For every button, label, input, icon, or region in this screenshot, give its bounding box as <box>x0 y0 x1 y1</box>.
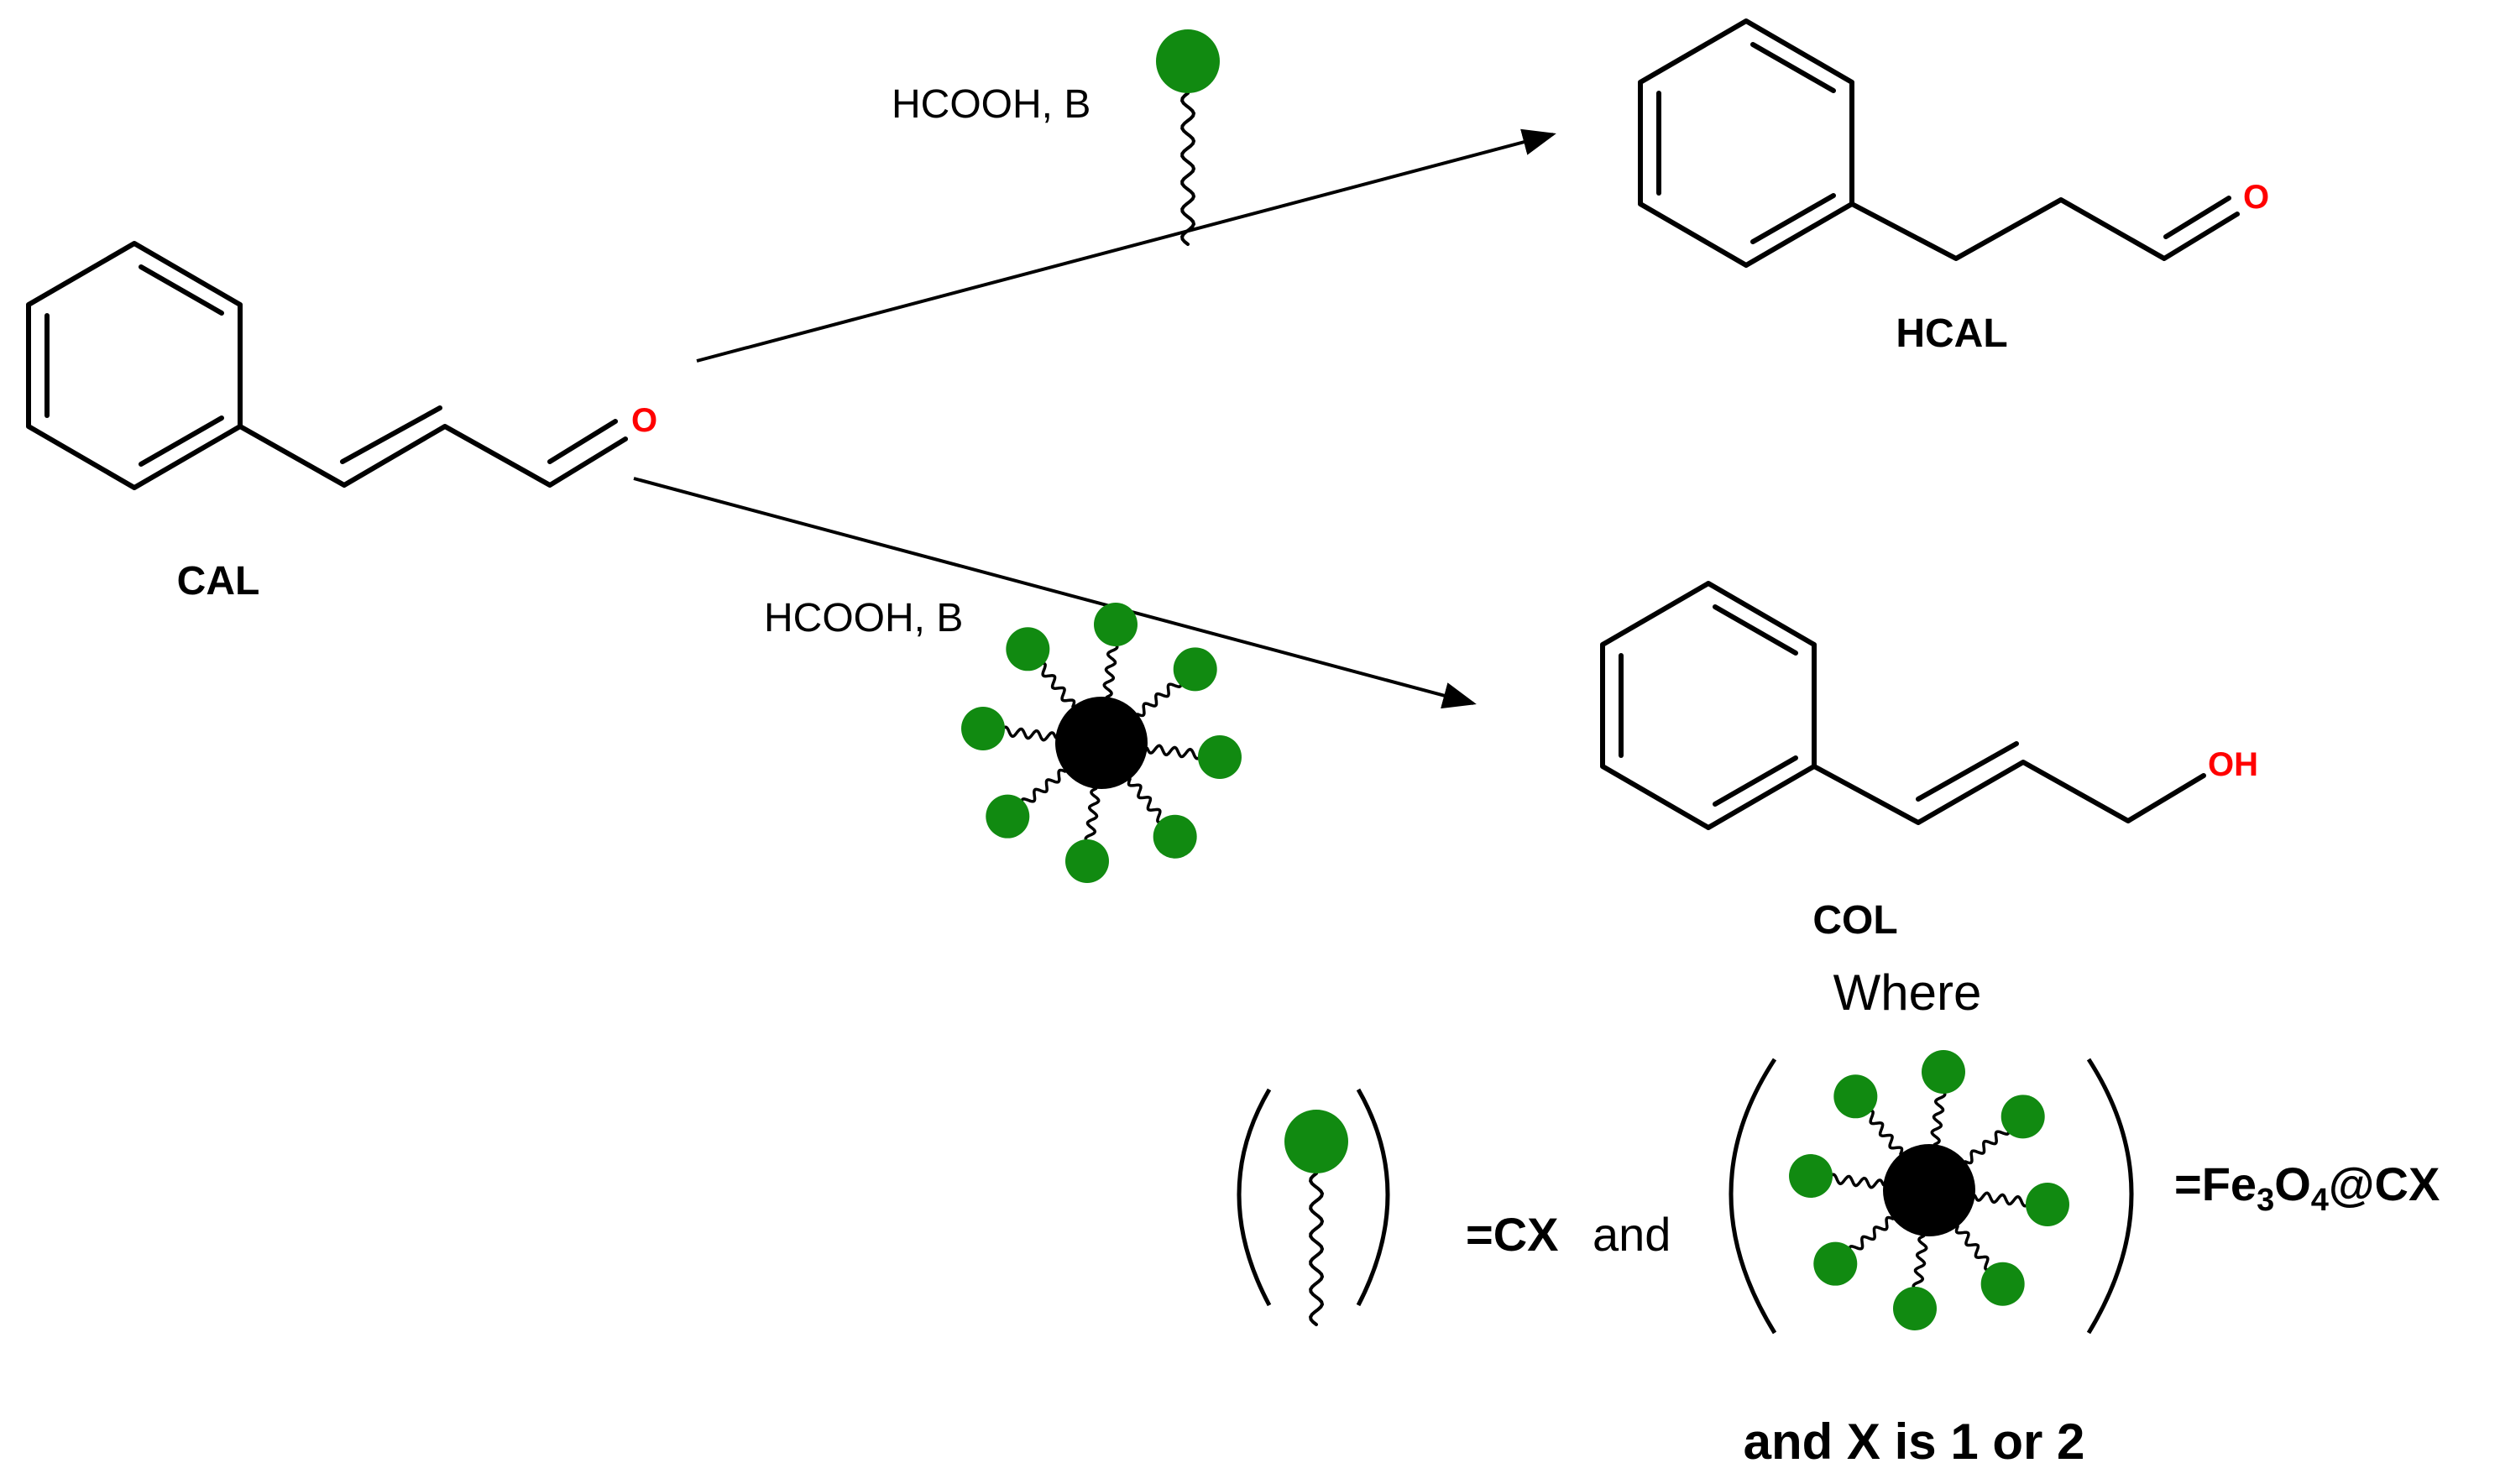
ligand-sphere <box>1153 814 1197 859</box>
col-side-chain <box>1812 760 2206 825</box>
ligand-sphere <box>1813 1241 1858 1286</box>
col-hydroxyl-label: OH <box>2208 746 2258 783</box>
linker-chain <box>1000 725 1058 742</box>
col-benzene-ring <box>1600 581 1817 830</box>
linker-chain <box>1973 1191 2031 1208</box>
magnetic-core <box>1883 1144 1975 1236</box>
linker-chain <box>1136 679 1183 718</box>
ligand-sphere <box>1789 1154 1833 1199</box>
ligand-sphere <box>1093 603 1138 647</box>
cx-catalyst-icon <box>1156 29 1220 246</box>
bottom-reagents-label: HCOOH, B <box>764 596 963 640</box>
cal-structure <box>26 241 628 490</box>
col-structure <box>1600 581 2206 830</box>
cal-side-chain <box>238 424 628 488</box>
legend-fe3o4-cx-icon <box>1789 1050 2069 1330</box>
linker-chain <box>1848 1215 1895 1254</box>
legend-cx-equals: =CX <box>1466 1208 1559 1261</box>
linker-chain <box>1020 768 1067 807</box>
reaction-arrow-to-hcal <box>696 128 1556 363</box>
ligand-sphere <box>1197 734 1242 779</box>
linker-chain <box>1038 661 1076 708</box>
reaction-arrow-to-col <box>633 477 1477 709</box>
linker-chain <box>1102 641 1119 699</box>
hcal-name-label: HCAL <box>1896 311 2007 356</box>
cal-name-label: CAL <box>177 559 260 604</box>
ligand-sphere <box>1065 839 1110 883</box>
ligand-sphere <box>1156 29 1220 93</box>
hcal-oxygen-label: O <box>2243 179 2269 216</box>
linker-chain <box>1954 1225 1993 1272</box>
legend-cx-icon <box>1284 1110 1348 1326</box>
legend-fe3o4-cx-equals: =Fe3O4@CX <box>2174 1157 2440 1218</box>
ligand-sphere <box>961 707 1006 751</box>
linker-chain <box>1127 777 1165 824</box>
ligand-sphere <box>1006 627 1050 671</box>
hcal-benzene-ring <box>1638 18 1854 268</box>
legend-right-paren-2 <box>2086 1058 2134 1335</box>
cal-benzene-ring <box>26 241 243 490</box>
linker-chain <box>1309 1172 1325 1326</box>
ligand-sphere <box>1980 1262 2025 1306</box>
fe-subscript-4: 4 <box>2311 1183 2329 1218</box>
legend-left-paren-1 <box>1237 1088 1272 1307</box>
ligand-sphere <box>1173 647 1217 692</box>
fe-oxygen-part: O <box>2274 1157 2311 1210</box>
linker-chain <box>1912 1234 1928 1292</box>
cal-oxygen-label: O <box>631 402 657 439</box>
ligand-sphere <box>986 794 1030 839</box>
linker-chain <box>1930 1089 1947 1147</box>
ligand-sphere <box>2001 1095 2045 1139</box>
hcal-structure <box>1638 18 2240 268</box>
ligand-sphere <box>1921 1050 1965 1095</box>
legend-heading: Where <box>1833 964 1982 1021</box>
linker-chain <box>1145 744 1203 760</box>
legend-footer: and X is 1 or 2 <box>1744 1413 2085 1470</box>
ligand-sphere <box>1284 1110 1348 1173</box>
fe3o4-cx-catalyst-icon <box>961 603 1242 883</box>
linker-chain <box>1180 91 1196 246</box>
ligand-sphere <box>2025 1182 2069 1226</box>
fe-subscript-3: 3 <box>2257 1183 2274 1218</box>
linker-chain <box>1865 1109 1904 1156</box>
fe-tail-part: @CX <box>2329 1157 2440 1210</box>
hcal-side-chain <box>1849 197 2240 261</box>
fe-equals-part: =Fe <box>2174 1157 2257 1210</box>
linker-chain <box>1084 786 1101 844</box>
top-reagents-label: HCOOH, B <box>892 82 1090 127</box>
magnetic-core <box>1055 697 1148 789</box>
legend-right-paren-1 <box>1356 1088 1390 1307</box>
col-name-label: COL <box>1812 898 1897 943</box>
legend-left-paren-2 <box>1729 1058 1777 1335</box>
linker-chain <box>1828 1173 1885 1189</box>
ligand-sphere <box>1833 1074 1878 1119</box>
ligand-sphere <box>1893 1286 1938 1330</box>
linker-chain <box>1964 1126 2011 1165</box>
legend-and-word: and <box>1593 1208 1671 1261</box>
